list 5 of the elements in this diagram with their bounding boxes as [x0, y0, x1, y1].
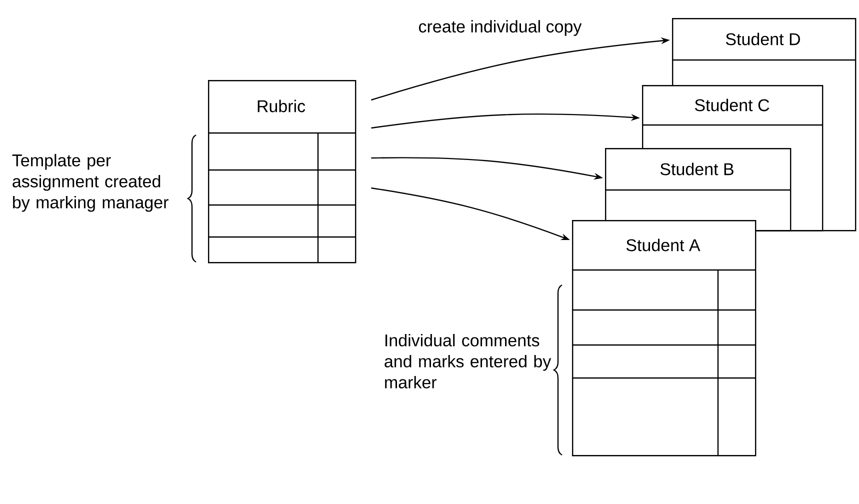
student-sheet: Student B	[605, 148, 792, 232]
note: Individual comments and marks entered by marker	[384, 334, 552, 388]
note: Template per assignment created by marking manager	[12, 154, 168, 212]
rubric-table: Rubric	[208, 80, 356, 264]
edge-label: create individual copy	[417, 19, 583, 37]
